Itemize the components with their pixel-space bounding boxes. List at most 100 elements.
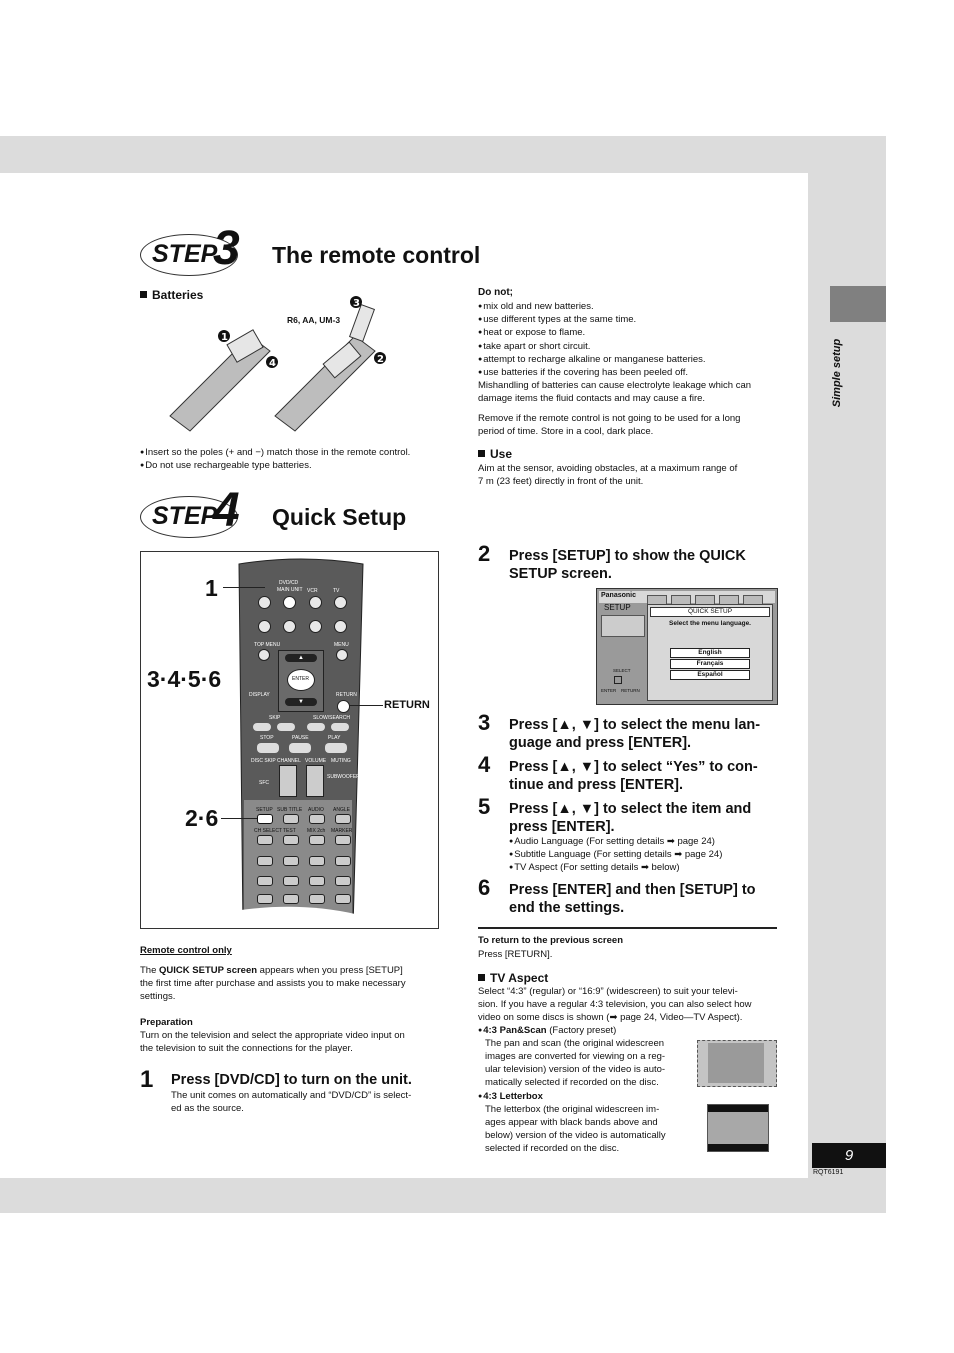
remote-label: AUDIO [308,807,324,813]
screen-return-label: RETURN [621,688,640,693]
remote-button[interactable] [283,876,299,886]
battery-type: R6, AA, UM-3 [287,315,341,325]
remote-button[interactable] [257,894,273,904]
remote-button[interactable] [309,835,325,845]
svg-text:2: 2 [377,354,384,365]
search-back-button[interactable] [307,723,325,731]
remote-label: TEST [283,828,296,834]
remote-label: MARKER [331,828,353,834]
tv-aspect-heading: TV Aspect [478,971,548,985]
channel-rocker[interactable] [279,765,297,797]
remote-label: DISPLAY [249,692,270,698]
remote-button[interactable] [309,876,325,886]
return-button[interactable] [337,700,350,713]
remote-label: SKIP [269,715,281,721]
remote-label: SETUP [256,807,273,813]
remote-illustration: 1 3·4·5·6 2·6 RETURN DVD/CD MAIN UNIT VC… [140,551,439,929]
intro-text: The QUICK SETUP screen appears when you … [140,965,403,976]
remote-button[interactable] [334,620,347,633]
dvdcd-button[interactable] [283,596,296,609]
remote-button[interactable] [309,856,325,866]
remote-button[interactable] [283,894,299,904]
setup-button[interactable] [257,814,273,824]
screen-cursor-icon [614,676,622,684]
vcr-button[interactable] [309,596,322,609]
svg-text:1: 1 [221,332,228,343]
step-1-sub: ed as the source. [171,1103,244,1114]
step3-number: 3 [213,222,240,275]
callout-26: 2·6 [185,805,219,831]
screen-menu-panel: QUICK SETUP Select the menu language. En… [647,604,773,701]
remote-only-label: Remote control only [140,945,232,956]
step3-title: The remote control [272,242,481,268]
remote-button[interactable] [258,620,271,633]
remote-button[interactable] [258,596,271,609]
remote-button[interactable] [283,835,299,845]
step4-ellipse [140,496,238,538]
remote-button[interactable] [335,876,351,886]
preparation-text: the television to suit the connections f… [140,1043,353,1054]
remote-button[interactable] [257,876,273,886]
option-english[interactable]: English [670,648,750,658]
enter-label: ENTER [292,676,309,682]
screen-setup-image [601,615,645,637]
search-forward-button[interactable] [331,723,349,731]
stop-button[interactable] [257,743,279,753]
svg-text:3: 3 [353,298,360,309]
menu-button[interactable] [336,649,348,661]
remove-text: Remove if the remote control is not goin… [478,413,741,424]
step-5-sub: TV Aspect (For setting details ➡ below) [509,861,679,875]
pan-scan-image [697,1040,777,1087]
step4-title: Quick Setup [272,504,407,530]
step-2-text: Press [SETUP] to show the QUICK [509,548,746,564]
audio-button[interactable] [309,814,325,824]
skip-back-button[interactable] [253,723,271,731]
svg-text:4: 4 [269,358,276,369]
quick-setup-screen: Panasonic SETUP QUICK SETUP Select the m… [596,588,778,705]
pan-scan-text: The pan and scan (the original widescree… [485,1038,665,1049]
volume-rocker[interactable] [306,765,324,797]
enter-button[interactable] [287,669,315,691]
step-4-text: tinue and press [ENTER]. [509,777,684,793]
tv-button[interactable] [334,596,347,609]
option-espanol[interactable]: Español [670,670,750,680]
step-1-text: Press [DVD/CD] to turn on the unit. [171,1072,412,1088]
donot-item: use batteries if the covering has been p… [478,366,688,380]
donot-item: mix old and new batteries. [478,300,593,314]
remote-label: MUTING [331,758,351,764]
up-button[interactable]: ▲ [285,654,317,662]
subtitle-button[interactable] [283,814,299,824]
option-francais[interactable]: Français [670,659,750,669]
pause-button[interactable] [289,743,311,753]
remote-button[interactable] [257,835,273,845]
remote-label: MENU [334,642,349,648]
remote-button[interactable] [335,835,351,845]
remote-button[interactable] [257,856,273,866]
donot-item: use different types at the same time. [478,313,636,327]
battery-note-2: Do not use rechargeable type batteries. [140,459,311,473]
play-button[interactable] [325,743,347,753]
return-heading: To return to the previous screen [478,935,623,946]
remote-button[interactable] [335,856,351,866]
intro-text: the first time after purchase and assist… [140,978,406,989]
pan-scan-title: 4:3 Pan&Scan (Factory preset) [478,1024,616,1038]
callout-return-line [347,705,383,706]
donot-item: take apart or short circuit. [478,340,590,354]
remote-button[interactable] [335,894,351,904]
pan-scan-text: ular television) version of the video is… [485,1064,666,1075]
remote-button[interactable] [283,620,296,633]
down-button[interactable]: ▼ [285,698,317,706]
remote-label: DISC SKIP [251,758,276,764]
donot-item: attempt to recharge alkaline or manganes… [478,353,705,367]
angle-button[interactable] [335,814,351,824]
remote-label: SLOW/SEARCH [313,715,350,721]
remote-button[interactable] [309,620,322,633]
callout-return: RETURN [384,699,430,711]
skip-forward-button[interactable] [277,723,295,731]
top-menu-button[interactable] [258,649,270,661]
remote-button[interactable] [283,856,299,866]
step4-number: 4 [213,484,240,537]
tv-aspect-text: sion. If you have a regular 4:3 televisi… [478,999,752,1010]
remote-button[interactable] [309,894,325,904]
letterbox-image-figure [708,1112,768,1144]
